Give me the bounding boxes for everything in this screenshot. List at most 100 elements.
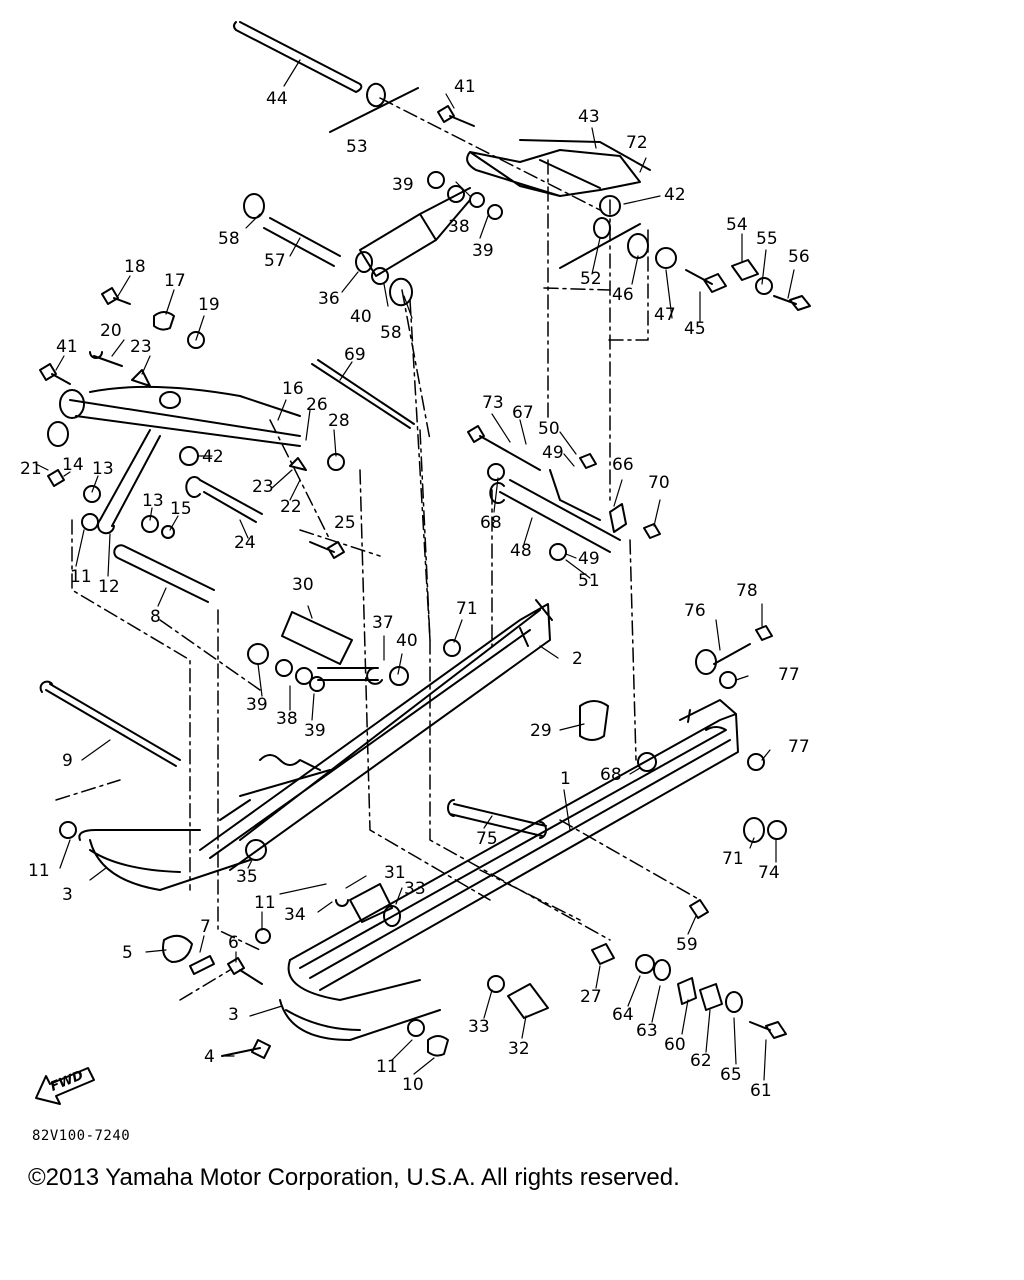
callout-56: 56 bbox=[788, 247, 810, 267]
washer-39-mid bbox=[247, 643, 325, 692]
washer-71-top bbox=[443, 639, 461, 657]
callout-14: 14 bbox=[62, 455, 84, 475]
nut-70 bbox=[643, 523, 661, 539]
callout-66: 66 bbox=[612, 455, 634, 475]
callout-11: 11 bbox=[376, 1057, 398, 1077]
rod-69 bbox=[311, 359, 415, 429]
callout-15: 15 bbox=[170, 499, 192, 519]
collar-32 bbox=[507, 983, 549, 1019]
bolt-41-left bbox=[39, 363, 71, 385]
callout-50: 50 bbox=[538, 419, 560, 439]
callout-34: 34 bbox=[284, 905, 306, 925]
cap-10 bbox=[427, 1035, 449, 1057]
callout-3: 3 bbox=[228, 1005, 239, 1025]
callout-21: 21 bbox=[20, 459, 42, 479]
cap-5 bbox=[162, 934, 193, 963]
callout-13: 13 bbox=[142, 491, 164, 511]
nut-19 bbox=[187, 331, 205, 349]
stop-23 bbox=[131, 369, 307, 471]
callout-29: 29 bbox=[530, 721, 552, 741]
callout-43: 43 bbox=[578, 107, 600, 127]
callout-58: 58 bbox=[380, 323, 402, 343]
callout-49: 49 bbox=[542, 443, 564, 463]
callout-24: 24 bbox=[234, 533, 256, 553]
washer-21 bbox=[47, 421, 69, 447]
callout-25: 25 bbox=[334, 513, 356, 533]
washer-64 bbox=[635, 954, 655, 974]
washer-39-top bbox=[427, 171, 503, 220]
block-54 bbox=[731, 259, 759, 281]
collar-58 bbox=[371, 267, 413, 307]
callout-75: 75 bbox=[476, 829, 498, 849]
bushing-42 bbox=[599, 195, 621, 217]
callout-23: 23 bbox=[130, 337, 152, 357]
bolt-59 bbox=[689, 899, 709, 919]
callout-20: 20 bbox=[100, 321, 122, 341]
runner-3-left bbox=[78, 829, 251, 891]
washer-28 bbox=[327, 453, 345, 471]
callout-8: 8 bbox=[150, 607, 161, 627]
callout-12: 12 bbox=[98, 577, 120, 597]
callout-16: 16 bbox=[282, 379, 304, 399]
washer-35 bbox=[245, 839, 267, 861]
callout-38: 38 bbox=[276, 709, 298, 729]
callout-63: 63 bbox=[636, 1021, 658, 1041]
copyright-notice: ©2013 Yamaha Motor Corporation, U.S.A. A… bbox=[28, 1164, 680, 1191]
slide-rail-1 bbox=[289, 713, 739, 991]
nut-40 bbox=[389, 666, 409, 686]
collar-62 bbox=[699, 983, 723, 1011]
cross-tube-24 bbox=[185, 476, 263, 523]
callout-5: 5 bbox=[122, 943, 133, 963]
callout-26: 26 bbox=[306, 395, 328, 415]
callout-48: 48 bbox=[510, 541, 532, 561]
callout-39: 39 bbox=[472, 241, 494, 261]
callout-47: 47 bbox=[654, 305, 676, 325]
callout-40: 40 bbox=[396, 631, 418, 651]
bolt-45 bbox=[685, 269, 727, 293]
nut-15 bbox=[161, 525, 175, 539]
callout-71: 71 bbox=[722, 849, 744, 869]
washer-65 bbox=[725, 991, 743, 1013]
callout-11: 11 bbox=[254, 893, 276, 913]
pin-57 bbox=[243, 193, 341, 267]
bolt-41-top bbox=[437, 105, 475, 127]
nut-47 bbox=[655, 247, 677, 269]
callout-27: 27 bbox=[580, 987, 602, 1007]
callout-33: 33 bbox=[468, 1017, 490, 1037]
callout-36: 36 bbox=[318, 289, 340, 309]
exploded-parts-diagram bbox=[35, 21, 811, 1081]
washer-11-left bbox=[59, 821, 77, 839]
callout-44: 44 bbox=[266, 89, 288, 109]
callout-77: 77 bbox=[788, 737, 810, 757]
callout-3: 3 bbox=[62, 885, 73, 905]
bolt-20 bbox=[89, 351, 123, 367]
callout-42: 42 bbox=[202, 447, 224, 467]
washer-77 bbox=[719, 671, 765, 771]
collar-30 bbox=[281, 611, 353, 665]
bolt-6 bbox=[227, 957, 263, 985]
collar-37 bbox=[317, 667, 383, 685]
nut-13 bbox=[83, 485, 159, 533]
nut-78 bbox=[755, 625, 773, 641]
nut-74 bbox=[767, 820, 787, 840]
callout-70: 70 bbox=[648, 473, 670, 493]
callout-31: 31 bbox=[384, 863, 406, 883]
callout-45: 45 bbox=[684, 319, 706, 339]
plate-60 bbox=[677, 977, 697, 1005]
callout-41: 41 bbox=[56, 337, 78, 357]
rear-arm-48 bbox=[489, 469, 621, 553]
callout-11: 11 bbox=[70, 567, 92, 587]
callout-30: 30 bbox=[292, 575, 314, 595]
pin-7 bbox=[189, 955, 215, 975]
callout-54: 54 bbox=[726, 215, 748, 235]
drawing-code: 82V100-7240 bbox=[32, 1128, 131, 1144]
callout-40: 40 bbox=[350, 307, 372, 327]
washer-11-mid bbox=[255, 928, 271, 944]
callout-6: 6 bbox=[228, 933, 239, 953]
callout-78: 78 bbox=[736, 581, 758, 601]
callout-23: 23 bbox=[252, 477, 274, 497]
callout-37: 37 bbox=[372, 613, 394, 633]
nut-51 bbox=[549, 543, 567, 561]
callout-72: 72 bbox=[626, 133, 648, 153]
callout-35: 35 bbox=[236, 867, 258, 887]
